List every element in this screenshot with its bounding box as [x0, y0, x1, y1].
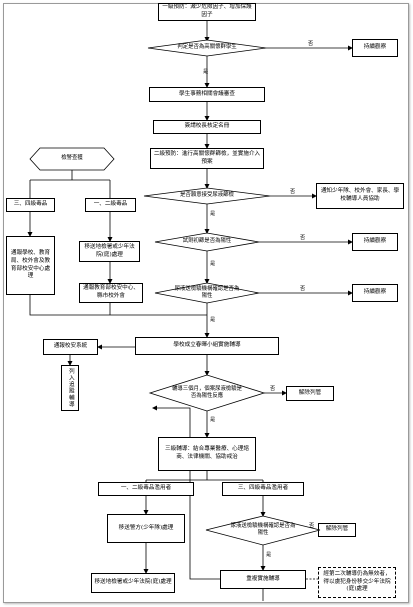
label-no-5: 否 — [270, 386, 276, 392]
notify-campus-system-box: 通報校安系統 — [43, 339, 98, 355]
end-observe-1: 持續觀察 — [352, 39, 398, 57]
decision-high-risk-label: 判定是否為高關懷群學生 — [177, 44, 237, 51]
tertiary-counsel-box: 三級輔導：結合專業醫療、心理諮商、法律機關、協助戒治 — [158, 437, 256, 471]
label-yes-1: 是 — [203, 69, 209, 75]
transfer-police-box: 移送警方(少年隊)處理 — [107, 514, 185, 543]
label-yes-5: 是 — [210, 417, 216, 423]
student-affairs-review-box: 學生事務相關會議審查 — [149, 87, 265, 102]
notify-agencies-box: 通知少年隊、校外會、家長、學校輔導人員協助 — [316, 183, 404, 209]
grade-1-2-drugs-box: 一、二級毒品 — [85, 198, 136, 212]
decision-urine-test-label: 是否願意接受尿液篩檢 — [180, 192, 234, 199]
label-no-4: 否 — [300, 286, 306, 292]
grade-1-2-users-box: 一、二級毒品濫用者 — [98, 482, 194, 496]
label-no-1: 否 — [308, 41, 314, 47]
decision-3-month-label: 輔導三個月，個案尿液檢驗是否為陽性反應 — [171, 385, 243, 399]
notify-ministry-box: 通報教育部校安中心、縣市校外會 — [79, 283, 143, 303]
grade-3-4-drugs-box: 三、四級毒品 — [6, 198, 55, 212]
police-seized-label: 檢警查獲 — [61, 155, 83, 162]
decision-lab-positive-1-label: 尿液送檢驗機構確認是否為陽性 — [174, 285, 240, 299]
transfer-prosecutor-box-2: 移送地檢署或少年法院(庭)處理 — [91, 573, 175, 593]
track-counsel-box: 列入追蹤輔導 — [61, 365, 79, 411]
end-observe-3: 持續觀察 — [352, 284, 398, 302]
second-counsel-note: 經第二次輔導仍為無效者，得以虞犯身份移交少年法院(庭)處理 — [318, 567, 396, 598]
spring-team-box: 學校成立春暉小組實施輔導 — [135, 337, 279, 355]
grade-3-4-users-box: 三、四級毒品濫用者 — [222, 482, 304, 496]
release-control-1: 解除列管 — [286, 386, 334, 401]
label-no-6: 否 — [309, 523, 315, 529]
label-yes-6: 是 — [266, 552, 272, 558]
transfer-prosecutor-box: 移送地檢署或少年法院(庭)處理 — [79, 241, 140, 262]
label-no-3: 否 — [300, 235, 306, 241]
principal-approval-box: 簽請校長核定名冊 — [153, 120, 261, 134]
decision-lab-positive-2-label: 尿液送檢驗機構確認是否為陽性 — [230, 522, 296, 536]
end-observe-2: 持續觀察 — [352, 233, 398, 251]
edge-n9-split — [29, 170, 111, 198]
label-yes-3: 是 — [210, 261, 216, 267]
label-yes-2: 是 — [210, 211, 216, 217]
edge-n14-merge — [29, 295, 207, 316]
repeat-counsel-box: 重複實施輔導 — [220, 570, 306, 589]
secondary-prevention-box: 二級預防：進行高關懷群篩檢，並實施介入預案 — [150, 148, 264, 169]
decision-reagent-positive-label: 試劑初篩是否為陽性 — [182, 238, 232, 245]
primary-prevention-box: 一級預防：減少危險因子、增加保護因子 — [158, 3, 256, 21]
release-control-2: 解除列管 — [318, 523, 356, 537]
label-yes-4: 是 — [210, 317, 216, 323]
edge-n24-split — [145, 471, 264, 482]
label-no-2: 否 — [290, 189, 296, 195]
notify-school-bureau-box: 通報學校、教育局、校外會及教育部校安中心處理 — [6, 236, 55, 295]
